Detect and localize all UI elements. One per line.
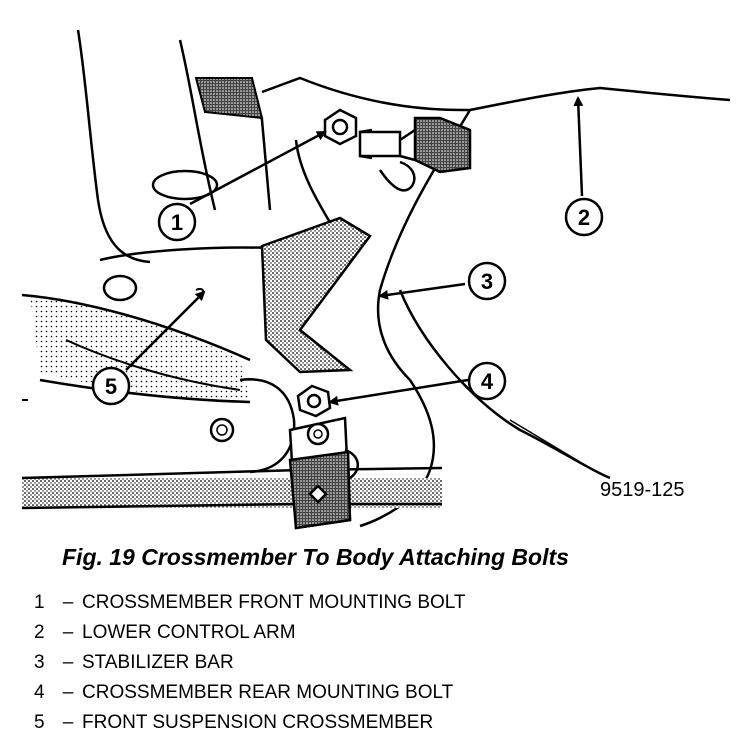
legend-dash: – bbox=[62, 682, 74, 703]
figure-code-leader bbox=[509, 419, 601, 475]
legend-item: 1–CROSSMEMBER FRONT MOUNTING BOLT bbox=[34, 588, 466, 618]
legend-label: CROSSMEMBER REAR MOUNTING BOLT bbox=[82, 682, 454, 703]
legend-number: 5 bbox=[34, 712, 45, 733]
legend-item: 4–CROSSMEMBER REAR MOUNTING BOLT bbox=[34, 678, 466, 708]
stabilizer-bushing-clamp bbox=[288, 416, 359, 530]
callout-5: 5 bbox=[91, 366, 131, 406]
legend-label: LOWER CONTROL ARM bbox=[82, 622, 296, 643]
legend-dash: – bbox=[62, 592, 74, 613]
legend-list: 1–CROSSMEMBER FRONT MOUNTING BOLT 2–LOWE… bbox=[34, 588, 466, 738]
svg-text:5: 5 bbox=[105, 374, 117, 399]
callout-1: 1 bbox=[157, 202, 197, 242]
frame-rail bbox=[194, 77, 264, 120]
legend-dash: – bbox=[62, 712, 74, 733]
legend-item: 2–LOWER CONTROL ARM bbox=[34, 618, 466, 648]
legend-label: STABILIZER BAR bbox=[82, 652, 234, 673]
legend-item: 5–FRONT SUSPENSION CROSSMEMBER bbox=[34, 708, 466, 738]
svg-text:4: 4 bbox=[481, 369, 494, 394]
callout-2: 2 bbox=[564, 197, 604, 237]
legend-dash: – bbox=[62, 622, 74, 643]
callout-4: 4 bbox=[467, 361, 507, 401]
figure-caption: Fig. 19 Crossmember To Body Attaching Bo… bbox=[62, 544, 569, 570]
callout-3: 3 bbox=[467, 261, 507, 301]
crossmember-bracket bbox=[260, 216, 372, 374]
rear-mounting-bolt bbox=[296, 384, 332, 418]
legend-number: 2 bbox=[34, 622, 45, 643]
legend-dash: – bbox=[62, 652, 74, 673]
front-suspension-crossmember bbox=[21, 274, 296, 474]
legend-number: 4 bbox=[34, 682, 45, 703]
legend-label: CROSSMEMBER FRONT MOUNTING BOLT bbox=[82, 592, 466, 613]
stabilizer-bar bbox=[21, 466, 443, 510]
legend-label: FRONT SUSPENSION CROSSMEMBER bbox=[82, 712, 434, 733]
svg-text:1: 1 bbox=[171, 210, 183, 235]
front-mounting-bolt bbox=[323, 108, 472, 192]
legend-number: 3 bbox=[34, 652, 45, 673]
crossmember-illustration: 1 2 3 4 5 9519-125 bbox=[21, 29, 731, 530]
svg-text:2: 2 bbox=[578, 205, 590, 230]
figure-code: 9519-125 bbox=[600, 479, 685, 501]
svg-text:3: 3 bbox=[481, 269, 493, 294]
callout-leaders bbox=[125, 96, 584, 406]
legend-number: 1 bbox=[34, 592, 45, 613]
legend-item: 3–STABILIZER BAR bbox=[34, 648, 466, 678]
